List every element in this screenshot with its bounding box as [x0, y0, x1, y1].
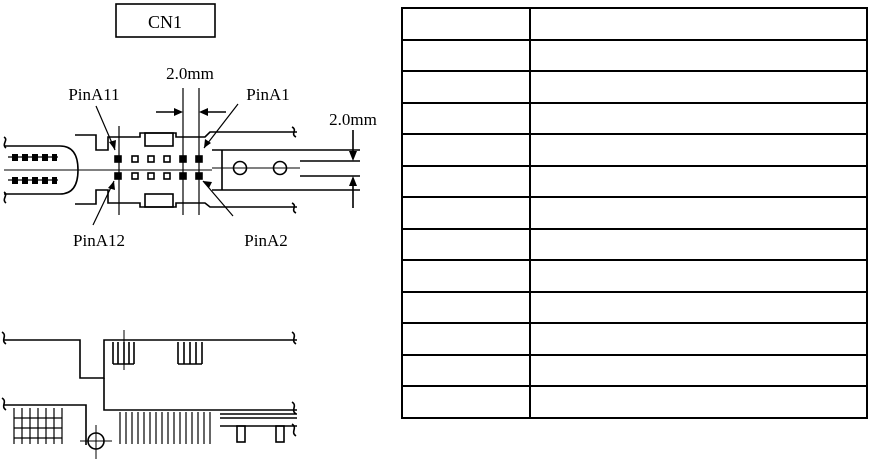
pin-row-top [114, 155, 203, 163]
table-cell-pin [401, 196, 531, 230]
table-cell-signal [529, 164, 868, 198]
connector-label: CN1 [148, 12, 182, 32]
table-cell-pin [401, 322, 531, 356]
side-view [1, 330, 297, 459]
pin-label-bottom-right: PinA2 [244, 231, 287, 250]
pin-label-bottom-left: PinA12 [73, 231, 125, 250]
pin-spacing-label: 2.0mm [166, 64, 214, 83]
top-view [3, 88, 360, 226]
cn1-label-box [115, 3, 216, 38]
table-cell-signal [529, 133, 868, 167]
connector-drawing: CN1 2.0mm 2.0mm PinA11 PinA1 PinA12 PinA… [1, 3, 377, 459]
table-cell-pin [401, 101, 531, 135]
table-cell-pin [401, 290, 531, 324]
table-cell-pin [401, 385, 531, 419]
table-row [401, 38, 868, 72]
table-row [401, 133, 868, 167]
table-cell-signal [529, 290, 868, 324]
table-row [401, 322, 868, 356]
row-spacing-label: 2.0mm [329, 110, 377, 129]
table-cell-pin [401, 38, 531, 72]
pin-label-top-left: PinA11 [68, 85, 119, 104]
table-cell-signal [529, 385, 868, 419]
pin-row-bottom [114, 172, 203, 180]
table-cell-signal [529, 259, 868, 293]
cable-conductors [12, 154, 57, 184]
table-row [401, 196, 868, 230]
table-row [401, 353, 868, 387]
table-cell-signal [529, 101, 868, 135]
table-cell-pin [401, 7, 531, 41]
table-row [401, 70, 868, 104]
table-cell-signal [529, 196, 868, 230]
table-cell-pin [401, 164, 531, 198]
table-cell-pin [401, 133, 531, 167]
table-cell-signal [529, 70, 868, 104]
pin-label-top-right: PinA1 [246, 85, 289, 104]
table-cell-pin [401, 227, 531, 261]
connector-housing [75, 131, 297, 151]
table-cell-pin [401, 353, 531, 387]
table-cell-signal [529, 227, 868, 261]
table-row [401, 7, 868, 41]
table-row [401, 101, 868, 135]
table-cell-pin [401, 259, 531, 293]
table-cell-signal [529, 38, 868, 72]
table-cell-signal [529, 7, 868, 41]
table-cell-signal [529, 322, 868, 356]
table-row [401, 164, 868, 198]
terminal-comb-right [119, 412, 211, 444]
table-row [401, 227, 868, 261]
pin-assignment-table [401, 7, 868, 419]
table-row [401, 259, 868, 293]
table-cell-signal [529, 353, 868, 387]
terminal-comb-left [13, 408, 63, 444]
table-cell-pin [401, 70, 531, 104]
table-row [401, 290, 868, 324]
table-row [401, 385, 868, 419]
